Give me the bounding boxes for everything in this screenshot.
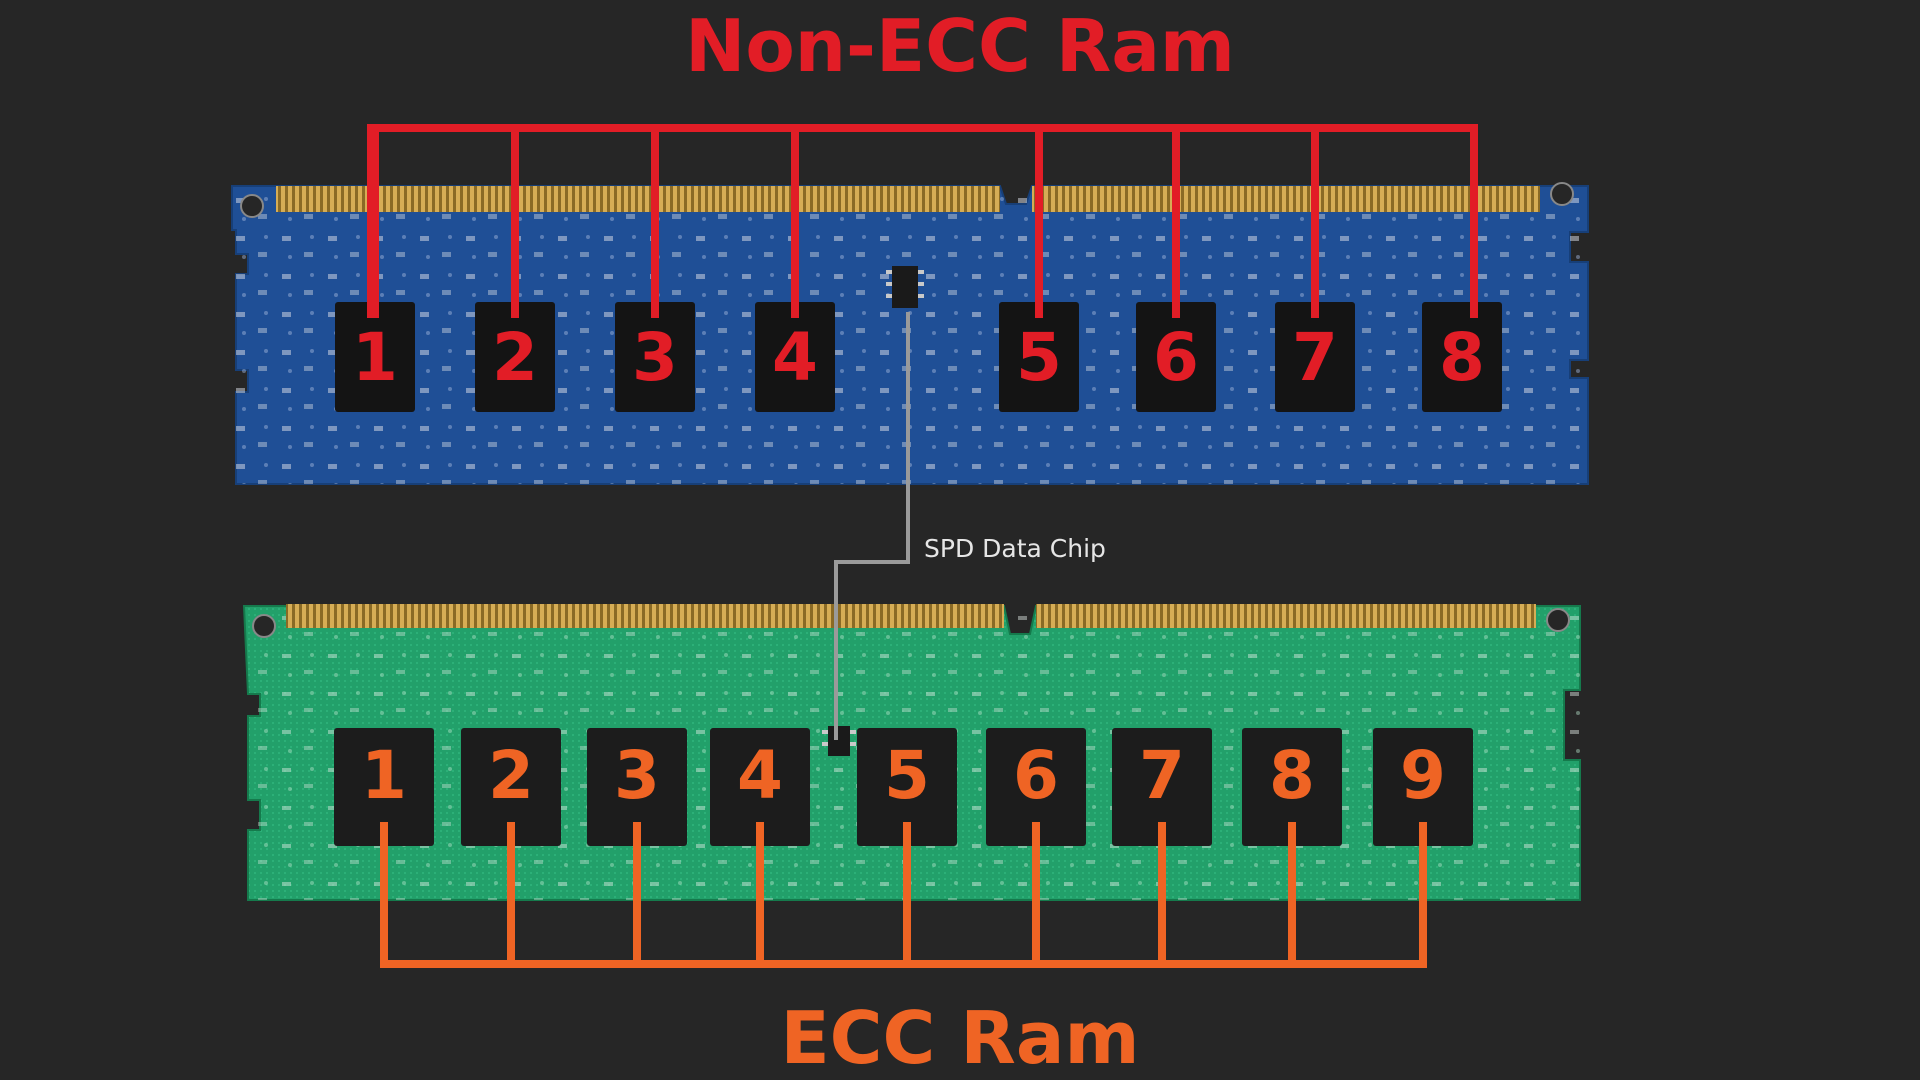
memory-chip-body	[475, 302, 555, 412]
non-ecc-chip-number: 1	[352, 319, 398, 396]
non-ecc-chip-number: 2	[492, 319, 538, 396]
memory-chip-body	[1112, 728, 1212, 846]
non-ecc-gold-contacts-right	[1032, 186, 1540, 212]
ecc-chip: 7	[1112, 728, 1212, 846]
non-ecc-mount-hole-right	[1550, 182, 1574, 206]
ecc-chip: 9	[1373, 728, 1473, 846]
memory-chip-body	[335, 302, 415, 412]
ecc-chip-number: 8	[1269, 737, 1315, 814]
non-ecc-chip-number: 4	[772, 319, 818, 396]
memory-chip-body	[1242, 728, 1342, 846]
non-ecc-chip: 3	[615, 302, 695, 412]
spd-connector-line	[834, 312, 910, 740]
ecc-chip: 6	[986, 728, 1086, 846]
ecc-mount-hole-right	[1546, 608, 1570, 632]
non-ecc-bracket	[367, 124, 1478, 318]
ecc-bracket	[380, 822, 1427, 968]
memory-chip-body	[587, 728, 687, 846]
memory-chip-body	[857, 728, 957, 846]
memory-chip-body	[1136, 302, 1216, 412]
ecc-chip-number: 4	[737, 737, 783, 814]
memory-chip-body	[1275, 302, 1355, 412]
non-ecc-spd-chip	[886, 266, 924, 308]
ecc-title: ECC Ram	[780, 996, 1140, 1080]
non-ecc-chip-number: 3	[632, 319, 678, 396]
non-ecc-chip: 4	[755, 302, 835, 412]
non-ecc-chips: 1 2 3 4 5 6 7 8	[335, 302, 1502, 412]
non-ecc-chip: 8	[1422, 302, 1502, 412]
ecc-chip-number: 5	[884, 737, 930, 814]
ecc-chip: 3	[587, 728, 687, 846]
non-ecc-chip: 7	[1275, 302, 1355, 412]
non-ecc-chip-number: 7	[1292, 319, 1338, 396]
non-ecc-gold-contacts-left	[276, 186, 1000, 212]
memory-chip-body	[334, 728, 434, 846]
memory-chip-body	[1422, 302, 1502, 412]
memory-chip-body	[615, 302, 695, 412]
non-ecc-mount-hole-left	[240, 194, 264, 218]
ecc-chip-number: 1	[361, 737, 407, 814]
ecc-chip: 1	[334, 728, 434, 846]
memory-chip-body	[710, 728, 810, 846]
ecc-chip-number: 3	[614, 737, 660, 814]
ecc-chip: 8	[1242, 728, 1342, 846]
non-ecc-chip-number: 5	[1016, 319, 1062, 396]
non-ecc-chip-number: 6	[1153, 319, 1199, 396]
ecc-spd-chip	[822, 726, 856, 756]
non-ecc-chip: 1	[335, 302, 415, 412]
ecc-gold-contacts-right	[1036, 604, 1536, 628]
non-ecc-title: Non-ECC Ram	[685, 4, 1235, 88]
ecc-chip-number: 9	[1400, 737, 1446, 814]
non-ecc-chip: 5	[999, 302, 1079, 412]
ecc-chip: 4	[710, 728, 810, 846]
ecc-chip: 2	[461, 728, 561, 846]
ecc-gold-contacts-left	[286, 604, 1004, 628]
memory-chip-body	[999, 302, 1079, 412]
ecc-mount-hole-left	[252, 614, 276, 638]
non-ecc-chip: 2	[475, 302, 555, 412]
non-ecc-chip-number: 8	[1439, 319, 1485, 396]
memory-chip-body	[461, 728, 561, 846]
ecc-chip: 5	[857, 728, 957, 846]
ecc-chip-number: 2	[488, 737, 534, 814]
ecc-chip-number: 6	[1013, 737, 1059, 814]
spd-data-chip-label: SPD Data Chip	[924, 534, 1106, 563]
memory-chip-body	[755, 302, 835, 412]
non-ecc-chip: 6	[1136, 302, 1216, 412]
ecc-chip-number: 7	[1139, 737, 1185, 814]
memory-chip-body	[986, 728, 1086, 846]
memory-chip-body	[1373, 728, 1473, 846]
